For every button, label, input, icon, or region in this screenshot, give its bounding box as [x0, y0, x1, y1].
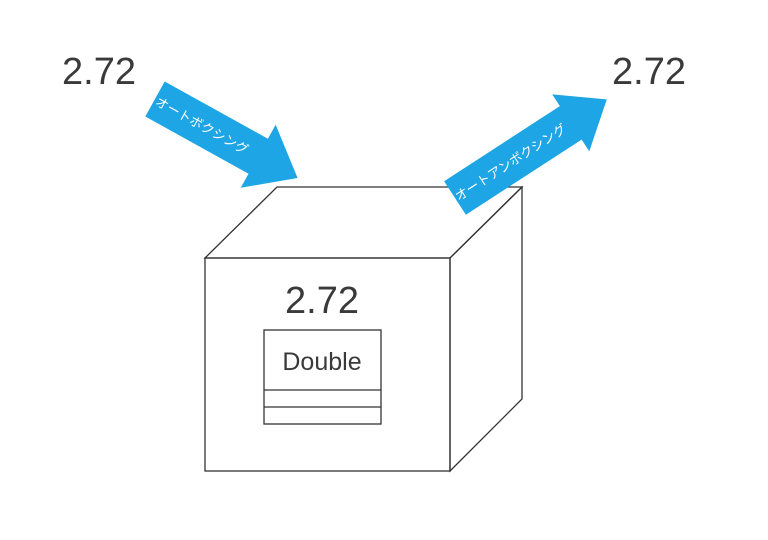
box-front-face: [204, 257, 451, 472]
box-value-text: 2.72: [285, 280, 359, 322]
autounboxing-label: オートアンボクシング: [453, 122, 570, 205]
box-side-face: [449, 185, 523, 473]
output-value-text: 2.72: [612, 51, 686, 93]
type-name-text: Double: [282, 348, 361, 376]
input-value-text: 2.72: [62, 51, 136, 93]
type-card-frame: [263, 329, 382, 425]
autoboxing-arrow: オートボクシング: [145, 81, 298, 188]
autounboxing-arrow-shape: [444, 94, 607, 215]
type-card: [263, 329, 382, 425]
autounboxing-arrow: オートアンボクシング: [444, 94, 607, 215]
box: [203, 185, 524, 473]
autoboxing-arrow-shape: [145, 81, 298, 188]
